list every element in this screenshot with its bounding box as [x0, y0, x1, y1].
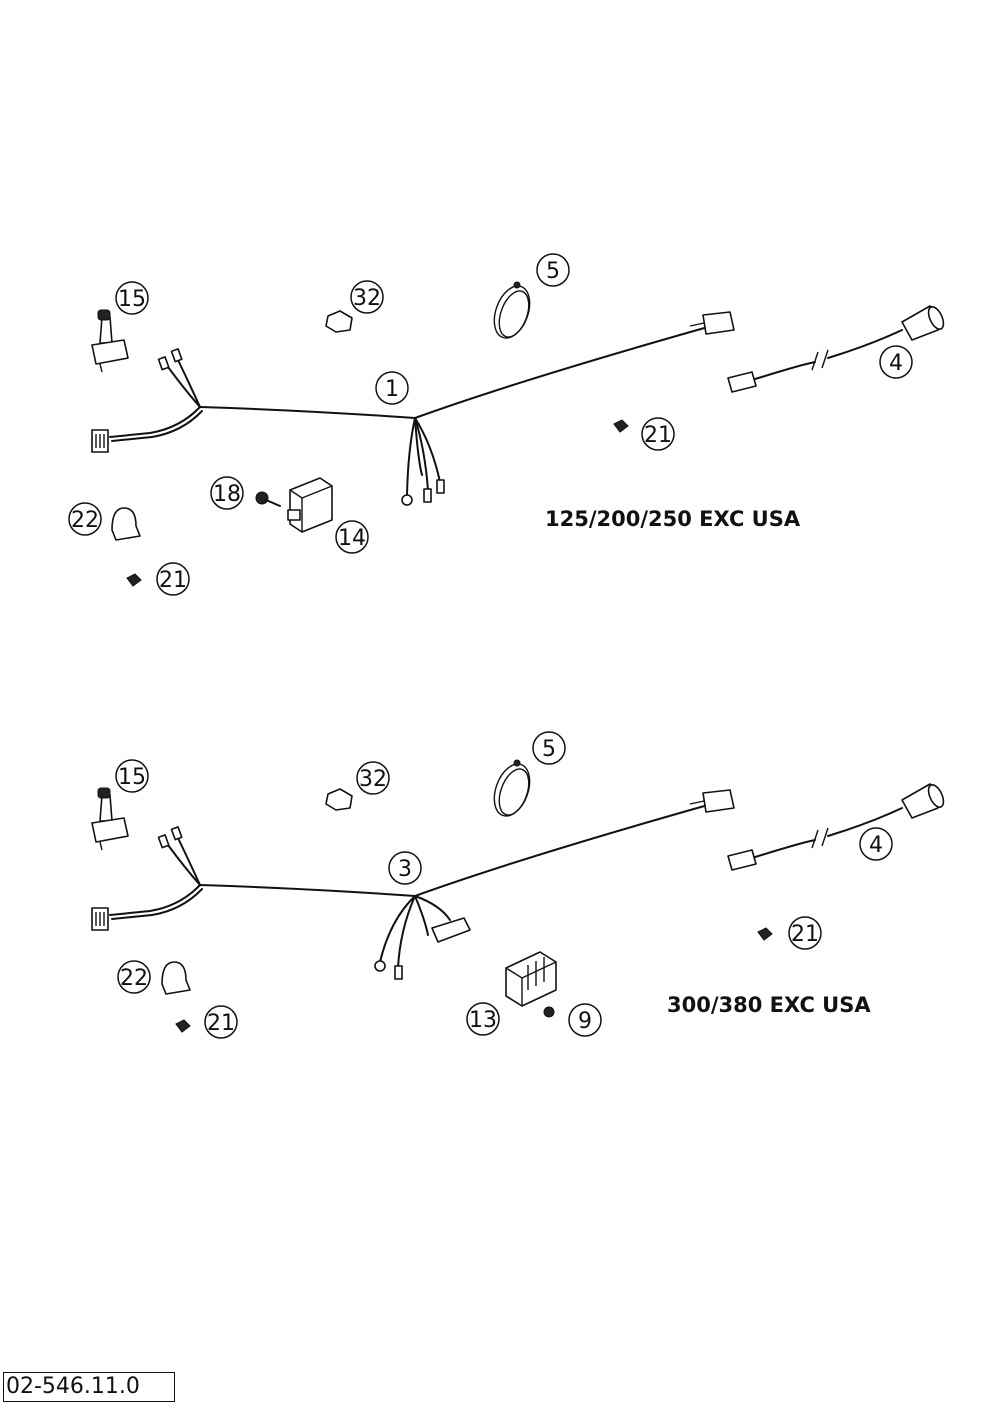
callout-15: 15 [115, 281, 149, 315]
callout-18: 18 [210, 476, 244, 510]
screw-9 [543, 1006, 555, 1018]
svg-text:4: 4 [869, 833, 883, 858]
callout-21: 21 [788, 916, 822, 950]
plug-32 [325, 788, 353, 811]
nut-21-a [613, 419, 629, 433]
callout-32: 32 [350, 280, 384, 314]
wiring-harness-3 [91, 789, 735, 980]
bracket-22 [111, 507, 141, 541]
cable-4 [727, 783, 945, 871]
plug-32 [325, 310, 353, 333]
svg-text:13: 13 [469, 1008, 497, 1033]
svg-text:3: 3 [398, 857, 412, 882]
top-assembly: 15 32 5 1 4 21 18 14 [68, 253, 945, 596]
svg-text:5: 5 [546, 259, 560, 284]
callout-32: 32 [356, 761, 390, 795]
svg-text:21: 21 [207, 1011, 235, 1036]
svg-text:22: 22 [120, 966, 148, 991]
svg-text:1: 1 [385, 377, 399, 402]
callout-14: 14 [335, 520, 369, 554]
cable-4 [727, 305, 945, 393]
callout-21: 21 [204, 1005, 238, 1039]
kill-switch-15 [91, 787, 129, 851]
top-model-label: 125/200/250 EXC USA [545, 507, 801, 531]
wiring-harness-1 [91, 311, 735, 506]
svg-text:22: 22 [71, 508, 99, 533]
callout-4: 4 [879, 345, 913, 379]
hose-clamp-5 [493, 281, 531, 339]
kill-switch-15 [91, 309, 129, 373]
callout-22: 22 [117, 960, 151, 994]
hose-clamp-5 [493, 759, 531, 817]
regulator-13 [505, 951, 557, 1007]
callout-3: 3 [388, 851, 422, 885]
callout-1: 1 [375, 371, 409, 405]
svg-text:32: 32 [353, 286, 381, 311]
callout-21: 21 [641, 417, 675, 451]
svg-text:21: 21 [791, 922, 819, 947]
callout-5: 5 [532, 731, 566, 765]
callout-4: 4 [859, 827, 893, 861]
svg-text:21: 21 [644, 423, 672, 448]
bracket-22 [161, 961, 191, 995]
bottom-model-label: 300/380 EXC USA [667, 993, 871, 1017]
svg-text:5: 5 [542, 737, 556, 762]
bottom-assembly: 15 32 5 3 4 21 22 21 [91, 731, 945, 1039]
svg-text:15: 15 [118, 765, 146, 790]
callout-15: 15 [115, 759, 149, 793]
svg-text:4: 4 [889, 351, 903, 376]
svg-text:9: 9 [578, 1009, 592, 1034]
svg-text:21: 21 [159, 568, 187, 593]
relay-14 [287, 477, 333, 533]
callout-9: 9 [568, 1003, 602, 1037]
callout-13: 13 [466, 1002, 500, 1036]
svg-text:18: 18 [213, 482, 241, 507]
nut-21-a [757, 927, 773, 941]
svg-text:15: 15 [118, 287, 146, 312]
callout-21: 21 [156, 562, 190, 596]
nut-21-b [126, 573, 142, 587]
callout-22: 22 [68, 502, 102, 536]
nut-21-b [175, 1019, 191, 1033]
svg-text:32: 32 [359, 767, 387, 792]
svg-text:14: 14 [338, 526, 366, 551]
callout-5: 5 [536, 253, 570, 287]
screw-18 [255, 491, 281, 507]
drawing-number: 02-546.11.0 [3, 1372, 175, 1402]
